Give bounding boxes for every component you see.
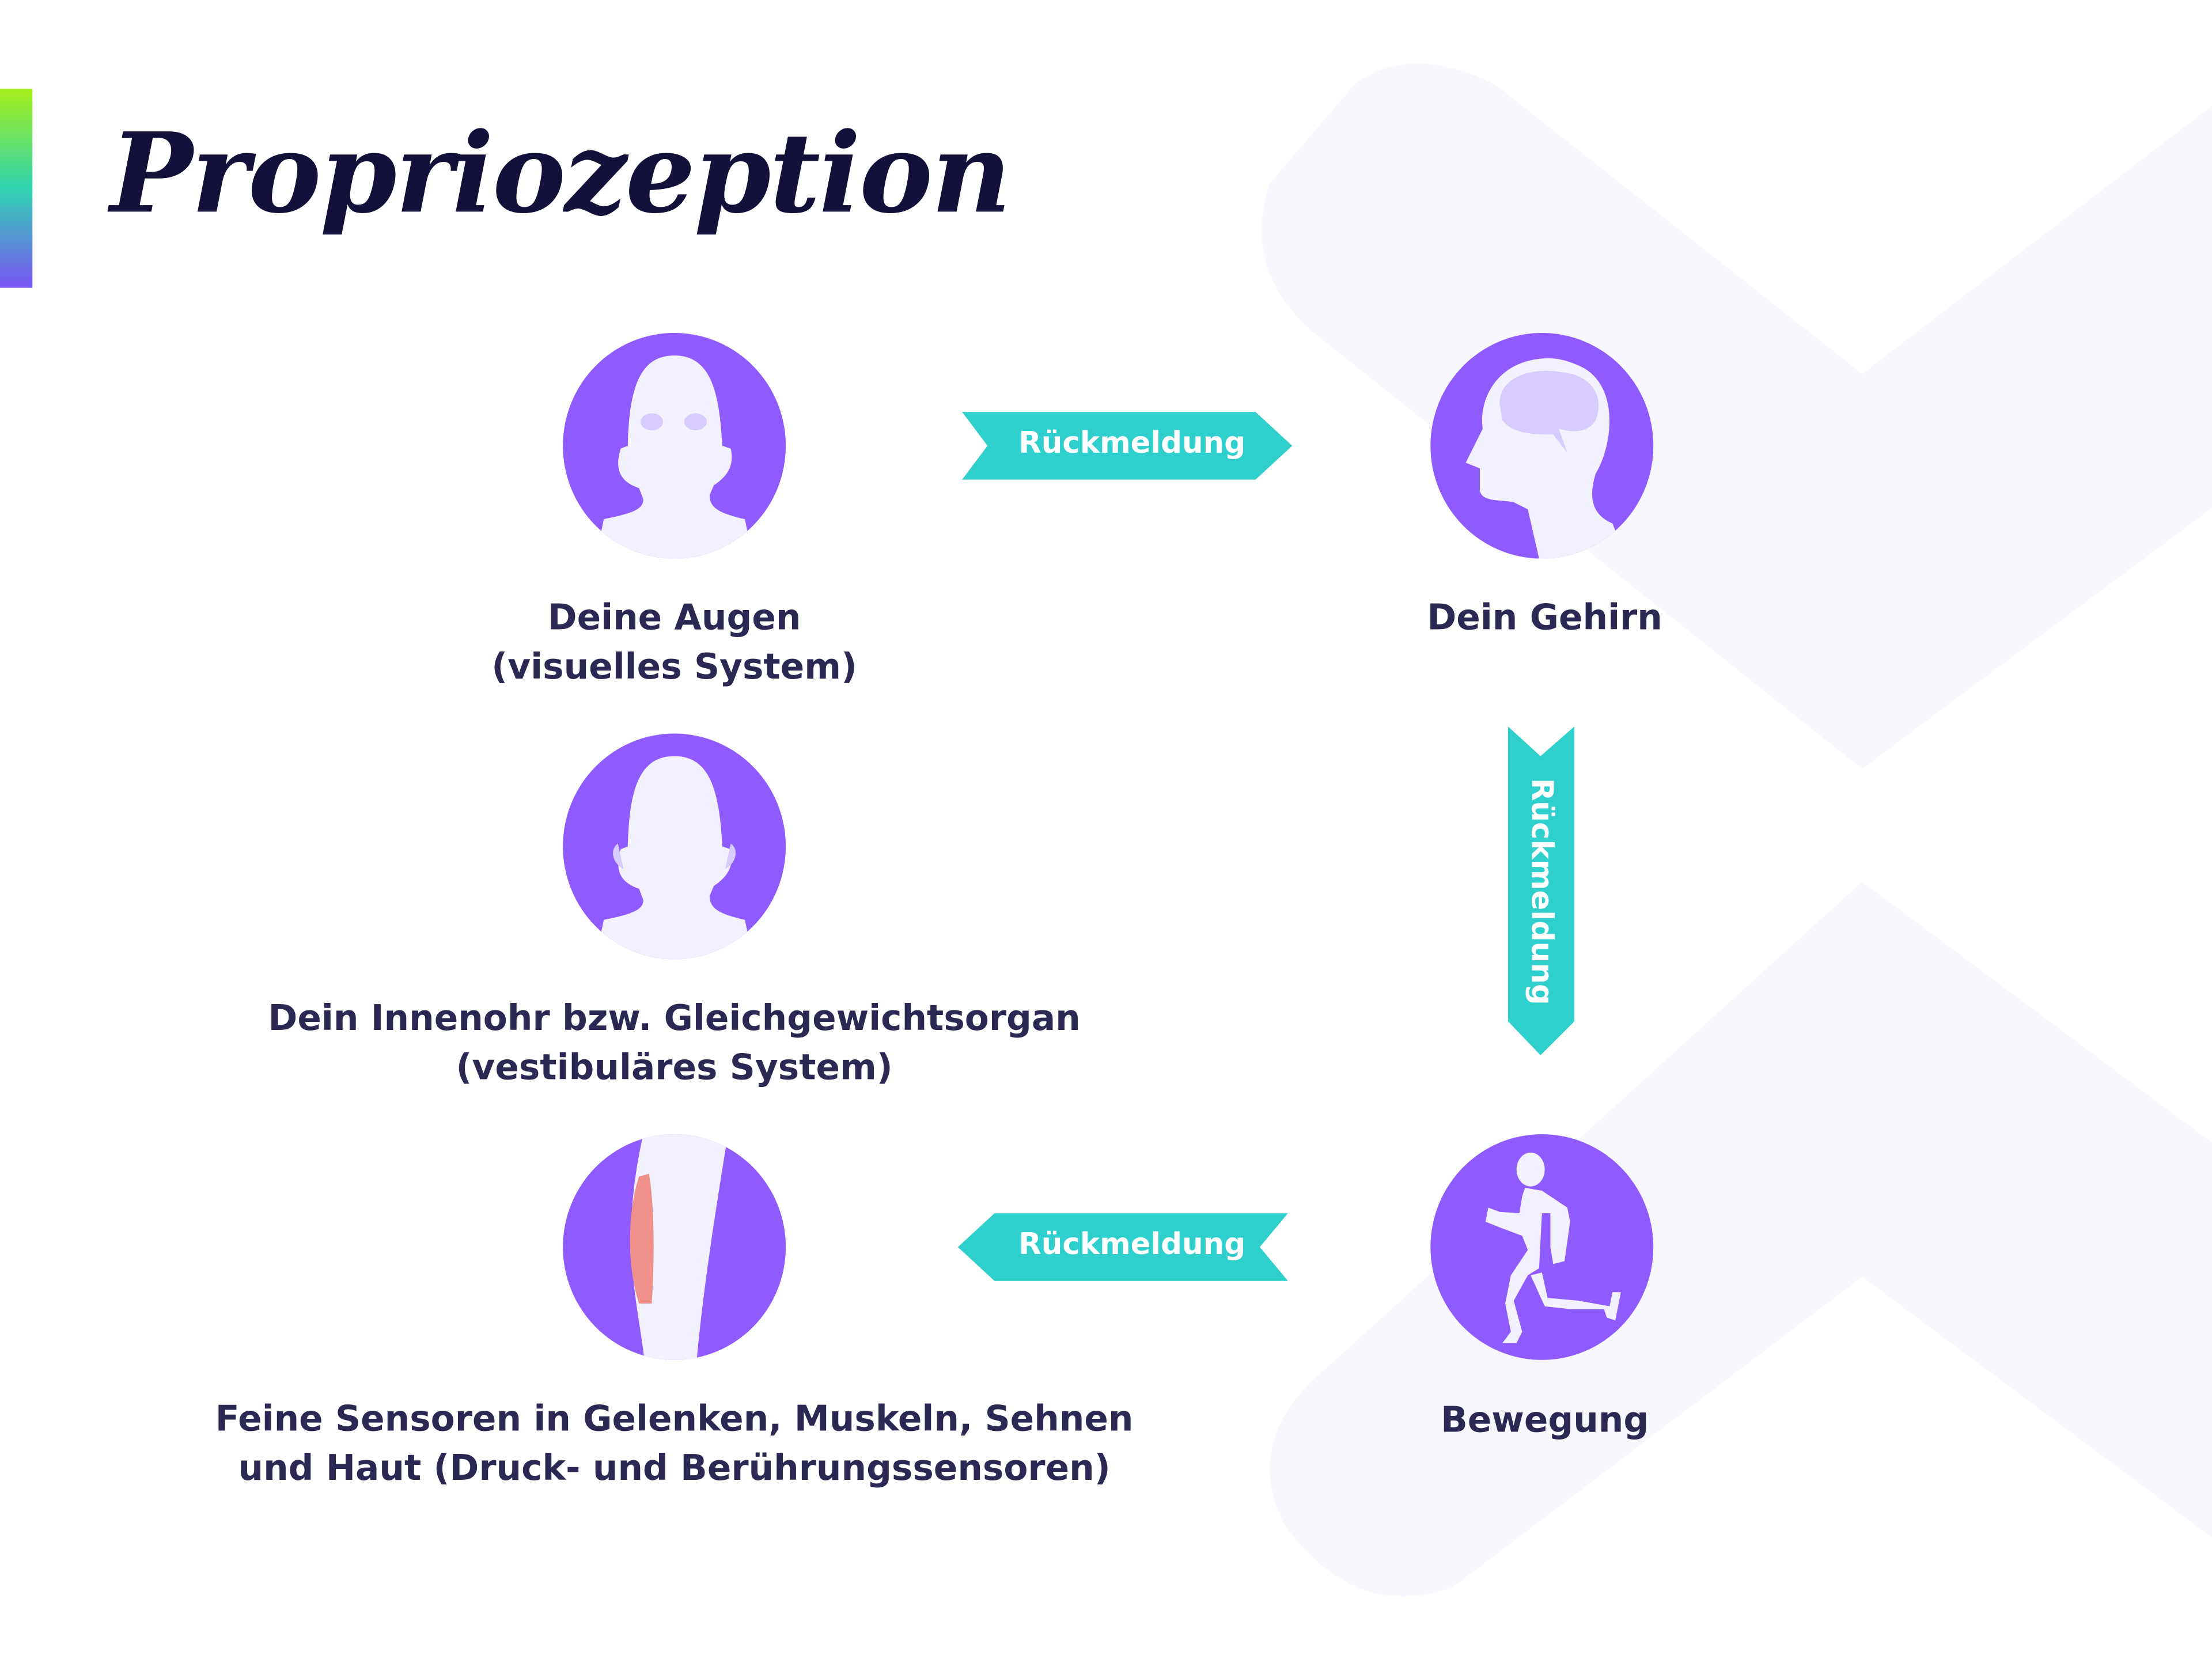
arrow-brain-to-movement	[1508, 726, 1575, 1055]
muscle-leg-icon	[563, 1134, 786, 1360]
label-inner-ear: Dein Innenohr bzw. Gleichgewichtsorgan (…	[268, 993, 1081, 1092]
label-eyes-line2: (visuelles System)	[491, 646, 857, 687]
label-movement: Bewegung	[1441, 1395, 1649, 1445]
arrow-brain-to-movement-label: Rückmeldung	[1525, 778, 1559, 1005]
label-movement-line1: Bewegung	[1441, 1399, 1649, 1441]
arrow-eyes-to-brain-label: Rückmeldung	[1018, 426, 1246, 460]
arrow-eyes-to-brain	[962, 412, 1293, 480]
accent-bar	[0, 89, 33, 288]
label-sensors-line2: und Haut (Druck- und Berührungssensoren)	[238, 1447, 1111, 1488]
label-brain-line1: Dein Gehirn	[1427, 596, 1662, 638]
label-inner-ear-line1: Dein Innenohr bzw. Gleichgewichtsorgan	[268, 997, 1081, 1039]
arrow-movement-to-sensors-label: Rückmeldung	[1018, 1227, 1246, 1262]
label-eyes-line1: Deine Augen	[547, 596, 801, 638]
head-eyes-icon	[563, 332, 786, 559]
label-eyes: Deine Augen (visuelles System)	[491, 593, 857, 691]
label-brain: Dein Gehirn	[1427, 593, 1662, 642]
head-brain-icon	[1430, 332, 1654, 559]
label-inner-ear-line2: (vestibuläres System)	[456, 1047, 893, 1088]
label-sensors: Feine Sensoren in Gelenken, Muskeln, Seh…	[215, 1394, 1134, 1493]
label-sensors-line1: Feine Sensoren in Gelenken, Muskeln, Seh…	[215, 1397, 1134, 1439]
page-title: Propriozeption	[110, 110, 1012, 238]
head-ears-icon	[563, 733, 786, 960]
running-person-icon	[1430, 1134, 1654, 1360]
arrow-movement-to-sensors	[957, 1213, 1288, 1281]
